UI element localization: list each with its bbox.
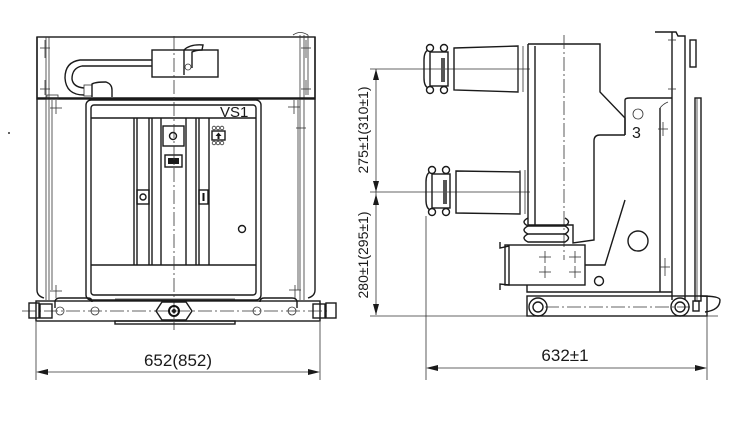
side-view: 275±1(310±1) 280±1(295±1) (355, 31, 721, 380)
lower-contact (425, 165, 526, 217)
nameplate-label: VS1 (220, 104, 248, 121)
counter-icon (211, 125, 226, 146)
callout-number: 3 (632, 125, 641, 142)
lower-height-dimension: 280±1(295±1) (355, 212, 371, 299)
upper-contact (423, 43, 524, 95)
front-view: VS1 (22, 32, 337, 380)
bolt-pattern (539, 251, 581, 278)
bellows (523, 217, 570, 243)
depth-dimension: 632±1 (541, 346, 588, 365)
upper-height-dimension: 275±1(310±1) (355, 87, 371, 174)
width-dimension: 652(852) (144, 351, 212, 370)
